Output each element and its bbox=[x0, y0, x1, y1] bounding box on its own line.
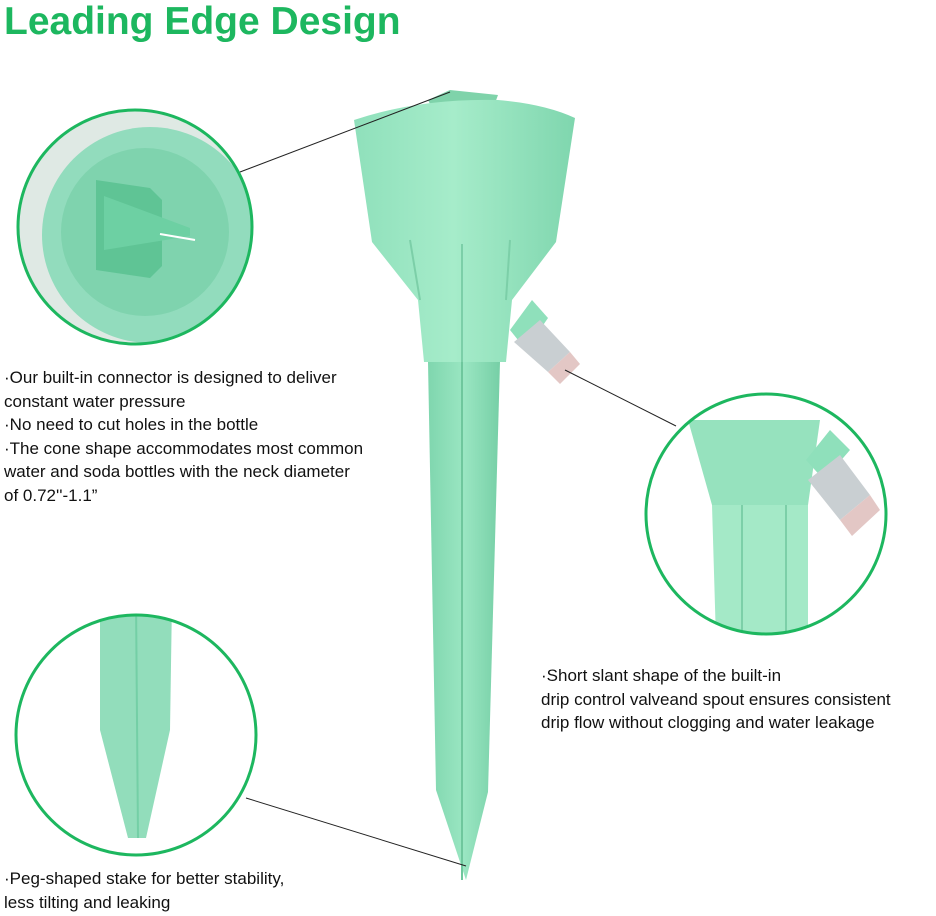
caption-line: of 0.72''-1.1” bbox=[4, 485, 98, 505]
detail-valve bbox=[644, 392, 888, 636]
caption-line: drip control valveand spout ensures cons… bbox=[541, 689, 891, 709]
callout-line-stake bbox=[245, 797, 467, 867]
caption-line: water and soda bottles with the neck dia… bbox=[4, 462, 350, 481]
callout-line-valve bbox=[564, 369, 677, 427]
detail-stake bbox=[14, 613, 258, 857]
caption-line: ·Peg-shaped stake for better stability, bbox=[4, 869, 285, 888]
valve-caption: ·Short slant shape of the built-in drip … bbox=[541, 664, 891, 735]
connector-caption: ·Our built-in connector is designed to d… bbox=[4, 366, 363, 507]
callout-line-connector bbox=[239, 91, 451, 173]
stake-caption: ·Peg-shaped stake for better stability, … bbox=[4, 867, 284, 914]
caption-line: ·The cone shape accommodates most common bbox=[4, 438, 364, 458]
drip-spike bbox=[354, 90, 580, 880]
detail-connector bbox=[16, 108, 254, 346]
caption-line: drip flow without clogging and water lea… bbox=[541, 713, 875, 732]
caption-line: ·Short slant shape of the built-in bbox=[541, 666, 782, 685]
valve-knob bbox=[514, 320, 580, 384]
page-title: Leading Edge Design bbox=[4, 0, 401, 43]
caption-line: ·No need to cut holes in the bottle bbox=[4, 415, 259, 434]
caption-line: ·Our built-in connector is designed to d… bbox=[4, 368, 337, 387]
caption-line: less tilting and leaking bbox=[4, 892, 171, 912]
caption-line: constant water pressure bbox=[4, 391, 186, 411]
